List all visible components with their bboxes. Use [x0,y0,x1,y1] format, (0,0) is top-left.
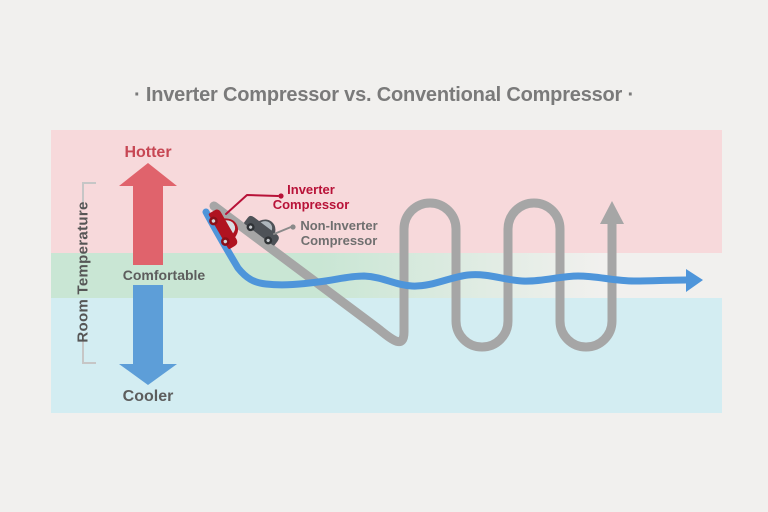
page-title: · Inverter Compressor vs. Conventional C… [134,84,634,106]
non-inverter-line-arrowhead [600,201,624,224]
inverter-car-icon [208,209,238,250]
cooler-label: Cooler [122,388,174,405]
axis-bracket-top [82,182,96,208]
non-inverter-car-icon [244,215,279,246]
axis-bracket-bottom [82,338,96,364]
inverter-line-arrowhead [686,269,703,292]
inverter-leader-line [225,193,284,215]
non-inverter-leader-line [273,224,296,235]
inverter-label: Inverter Compressor [272,182,350,212]
cooler-arrow-icon [119,285,177,385]
comfortable-label: Comfortable [122,267,206,283]
hotter-arrow-icon [119,163,177,265]
hotter-label: Hotter [124,144,172,161]
inverter-line [202,208,690,290]
non-inverter-label: Non-Inverter Compressor [300,218,378,248]
non-inverter-line [209,198,617,352]
